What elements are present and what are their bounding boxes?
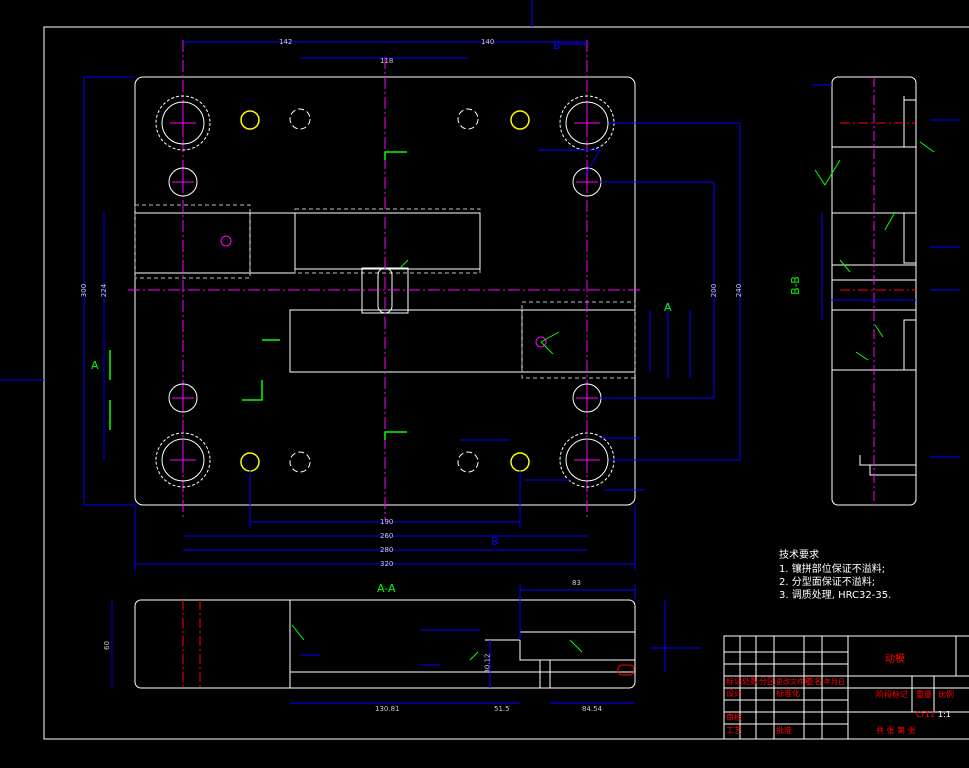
- tb-sheets: 共 张 第 张: [876, 726, 916, 735]
- requirement-item-1: 1. 镶拼部位保证不溢料;: [779, 564, 886, 575]
- sec-dim-w3: 84.54: [582, 705, 603, 713]
- dim-right-inner: 200: [710, 283, 719, 298]
- sec-dim-w1: 130.81: [375, 705, 400, 713]
- tb-designer: 设计: [726, 689, 742, 698]
- section-marker-b-top: B: [553, 39, 561, 52]
- title-block-grid: [723, 635, 969, 740]
- tb-stage-mark: 阶段标记: [876, 690, 908, 699]
- section-marker-a-left: A: [91, 359, 99, 372]
- requirement-item-2: 2. 分型面保证不溢料;: [779, 577, 876, 588]
- tb-scale-value: 1:1: [938, 710, 951, 719]
- tb-label-mark: 标记: [726, 677, 742, 686]
- dim-bottom-4: 320: [380, 560, 394, 568]
- section-marker-a-right: A: [664, 301, 672, 314]
- small-fasteners: [220, 235, 547, 348]
- requirements-heading: 技术要求: [779, 550, 819, 561]
- sec-dim-overall: 60: [102, 641, 111, 650]
- section-aa-outline: [134, 599, 636, 689]
- drawing-frame: [43, 26, 969, 740]
- sec-dim-top: 83: [572, 579, 581, 587]
- plan-annotation-callouts: [399, 259, 560, 355]
- right-slide-hidden: [521, 301, 636, 379]
- dim-top-right: 140: [481, 38, 495, 46]
- hole-cross-marks: [170, 110, 600, 473]
- sec-dim-h1: 30.12: [483, 653, 492, 674]
- dim-left-outer: 300: [80, 283, 89, 298]
- tb-approve: 批准: [776, 726, 792, 735]
- tb-label-change-doc: 更改文件号: [776, 678, 811, 686]
- dim-right-outer: 240: [735, 283, 744, 298]
- guide-hole-bottom-right: [565, 438, 609, 482]
- sec-dim-w2: 51.5: [494, 705, 510, 713]
- dim-top-inner: 118: [380, 57, 394, 65]
- threaded-holes: [289, 108, 479, 473]
- tb-label-date: 年月日: [824, 678, 845, 686]
- plan-view: [83, 40, 741, 570]
- dim-bottom-2: 260: [380, 532, 394, 540]
- section-aa-view: [111, 584, 700, 704]
- tb-label-zone: 分区: [759, 677, 775, 686]
- section-bb-title: B-B: [788, 276, 802, 295]
- section-aa-hatching: [617, 664, 635, 676]
- tb-material: Cr12: [916, 710, 936, 719]
- tb-standardize: 标准化: [776, 689, 800, 698]
- dim-bottom-3: 280: [380, 546, 394, 554]
- tb-weight: 重量: [916, 690, 932, 699]
- left-slide-hidden: [134, 204, 251, 279]
- dim-bottom-1: 190: [380, 518, 394, 526]
- tb-label-count: 处数: [742, 677, 758, 686]
- section-bb-view: [812, 76, 960, 506]
- part-name: 动模: [885, 654, 905, 665]
- tb-label-sign: 签名: [806, 677, 822, 686]
- guide-hole-top-left: [161, 101, 205, 145]
- tb-review: 审核: [726, 713, 742, 722]
- upper-insert: [294, 212, 481, 270]
- tb-scale: 比例: [938, 690, 954, 699]
- tb-process: 工艺: [726, 726, 742, 735]
- dim-left-inner: 224: [100, 283, 109, 298]
- plan-dimensions: [83, 41, 741, 570]
- requirement-item-3: 3. 调质处理, HRC32-35.: [779, 590, 892, 601]
- section-aa-title: A-A: [377, 582, 396, 595]
- dim-top-left: 142: [279, 38, 293, 46]
- guide-hole-bottom-left: [161, 438, 205, 482]
- section-cut-lines: [109, 151, 407, 440]
- section-marker-b-bottom: B: [491, 535, 499, 548]
- frame-center-marks: [0, 0, 533, 381]
- guide-hole-top-right: [565, 101, 609, 145]
